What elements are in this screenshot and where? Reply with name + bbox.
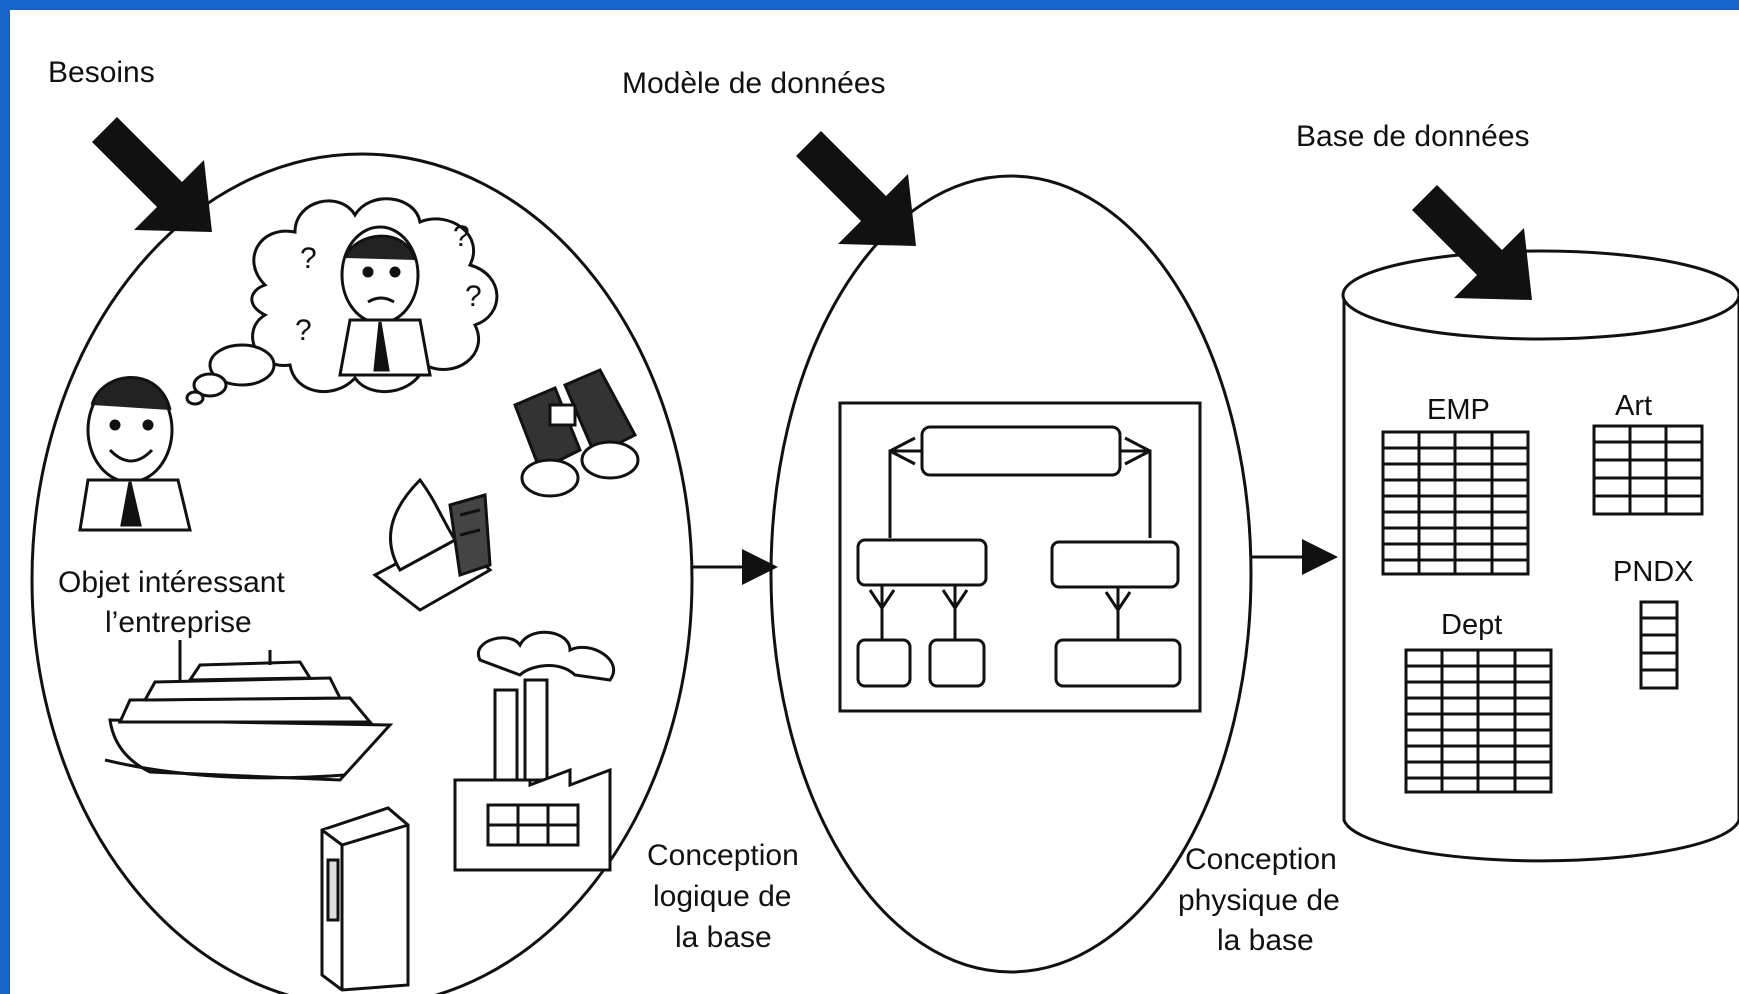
logical-design-line-2: logique de [653,880,791,913]
factory-icon [453,630,616,872]
label-base: Base de données [1296,120,1530,153]
physical-design-line-2: physique de [1178,884,1340,917]
document-icon [372,477,493,612]
besoins-arrow-icon [92,117,212,232]
table-grid-emp [1381,430,1530,576]
physical-design-line-1: Conception [1185,843,1337,876]
question-mark-1: ? [300,242,317,275]
needs-ellipse [30,152,694,994]
caption-line-1: Objet intéressant [58,566,285,599]
modele-arrow-icon [796,131,916,246]
question-mark-2: ? [453,220,470,253]
smiling-man-icon [78,376,192,532]
worried-man-icon [338,225,432,377]
table-grid-dept [1404,648,1553,794]
table-grid-art [1592,424,1704,516]
database-design-diagram: Besoins ? ? ? ? [30,56,1739,994]
table-label-pndx: PNDX [1613,556,1694,588]
table-label-art: Art [1615,390,1652,422]
model-ellipse [769,174,1253,974]
table-label-emp: EMP [1427,394,1490,426]
label-modele: Modèle de données [622,67,886,100]
question-mark-3: ? [465,280,482,313]
server-icon [320,806,410,992]
table-grid-pndx [1639,600,1679,690]
table-label-dept: Dept [1441,609,1502,641]
caption-line-2: l’entreprise [105,606,252,639]
label-besoins: Besoins [48,56,155,89]
er-diagram [838,401,1202,713]
binoculars-icon [513,368,640,498]
physical-design-line-3: la base [1217,924,1314,957]
logical-design-line-1: Conception [647,839,799,872]
logical-design-line-3: la base [675,921,772,954]
diagram-frame: Besoins ? ? ? ? [10,10,1739,994]
question-mark-4: ? [295,314,312,347]
ship-icon [104,640,394,782]
